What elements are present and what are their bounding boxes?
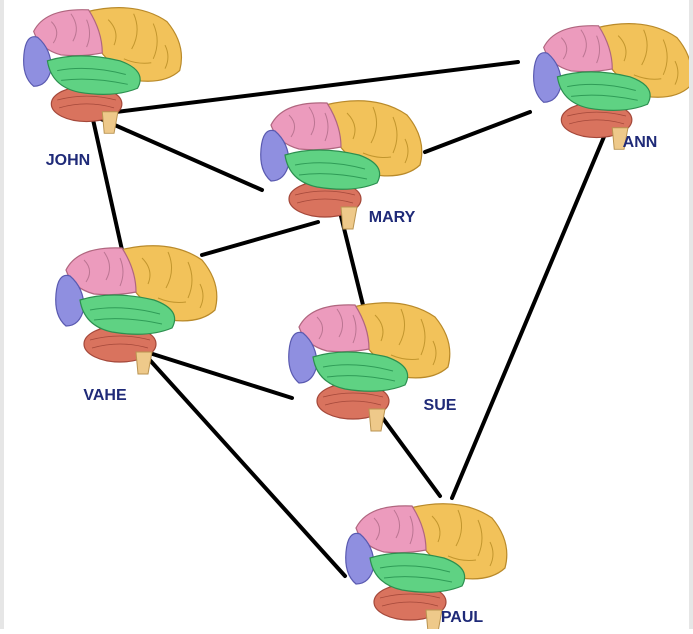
brain-icon-ann <box>533 23 693 150</box>
edge-john-mary <box>90 113 264 192</box>
node-label-john: JOHN <box>46 152 90 169</box>
edge-vahe-paul <box>136 345 347 578</box>
node-label-vahe: VAHE <box>83 387 127 404</box>
edge-mary-vahe <box>200 220 320 257</box>
edge-john-ann <box>90 60 520 117</box>
edge-john-vahe <box>90 113 124 252</box>
brain-icon-john <box>23 7 183 134</box>
edge-ann-paul <box>450 130 608 500</box>
edge-mary-ann <box>423 110 532 154</box>
node-label-ann: ANN <box>623 134 658 151</box>
node-label-mary: MARY <box>369 209 416 226</box>
edge-vahe-sue <box>138 348 294 400</box>
node-label-sue: SUE <box>424 397 457 414</box>
left-frame-edge <box>0 0 4 629</box>
right-frame-edge <box>689 0 693 629</box>
brain-icon-vahe <box>55 245 218 375</box>
node-label-paul: PAUL <box>441 609 484 626</box>
